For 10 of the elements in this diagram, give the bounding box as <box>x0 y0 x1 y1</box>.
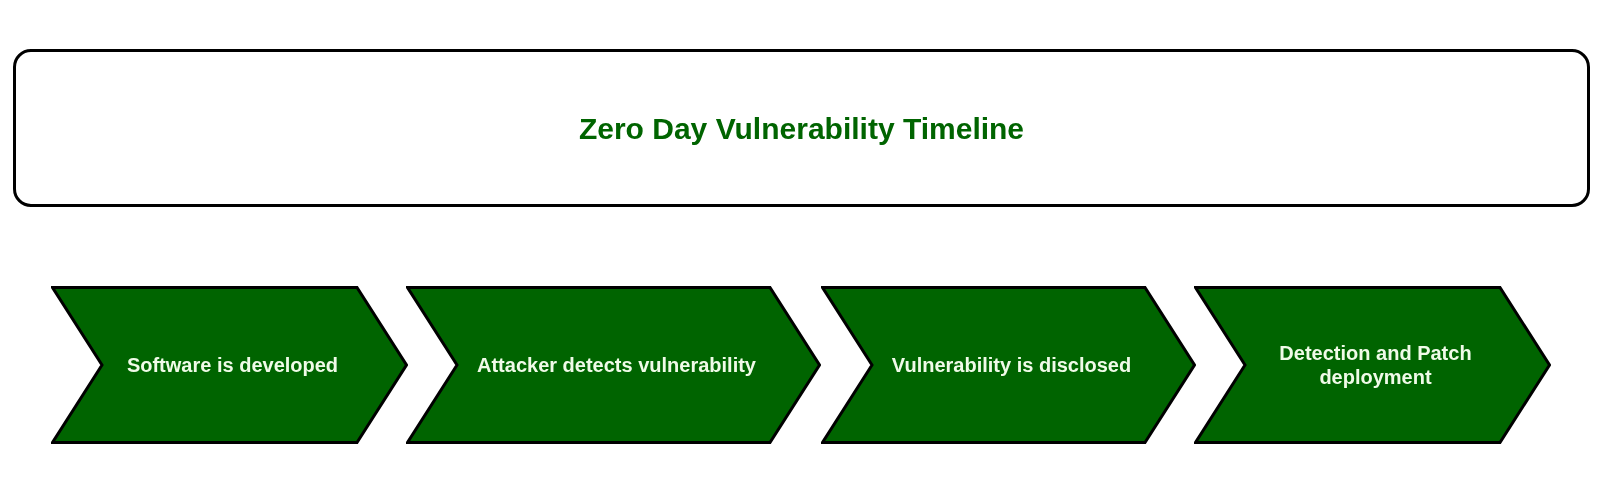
step-label: Vulnerability is disclosed <box>891 353 1132 377</box>
step-label: Detection and Patch deployment <box>1278 341 1473 389</box>
step-label: Attacker detects vulnerability <box>477 353 756 377</box>
chevron-step <box>1194 286 1551 444</box>
chevron-step <box>406 286 821 444</box>
chevron-step <box>51 286 408 444</box>
step-label: Software is developed <box>126 353 339 377</box>
chevron-step <box>821 286 1196 444</box>
title-text: Zero Day Vulnerability Timeline <box>578 110 1025 147</box>
title-box <box>13 49 1590 207</box>
